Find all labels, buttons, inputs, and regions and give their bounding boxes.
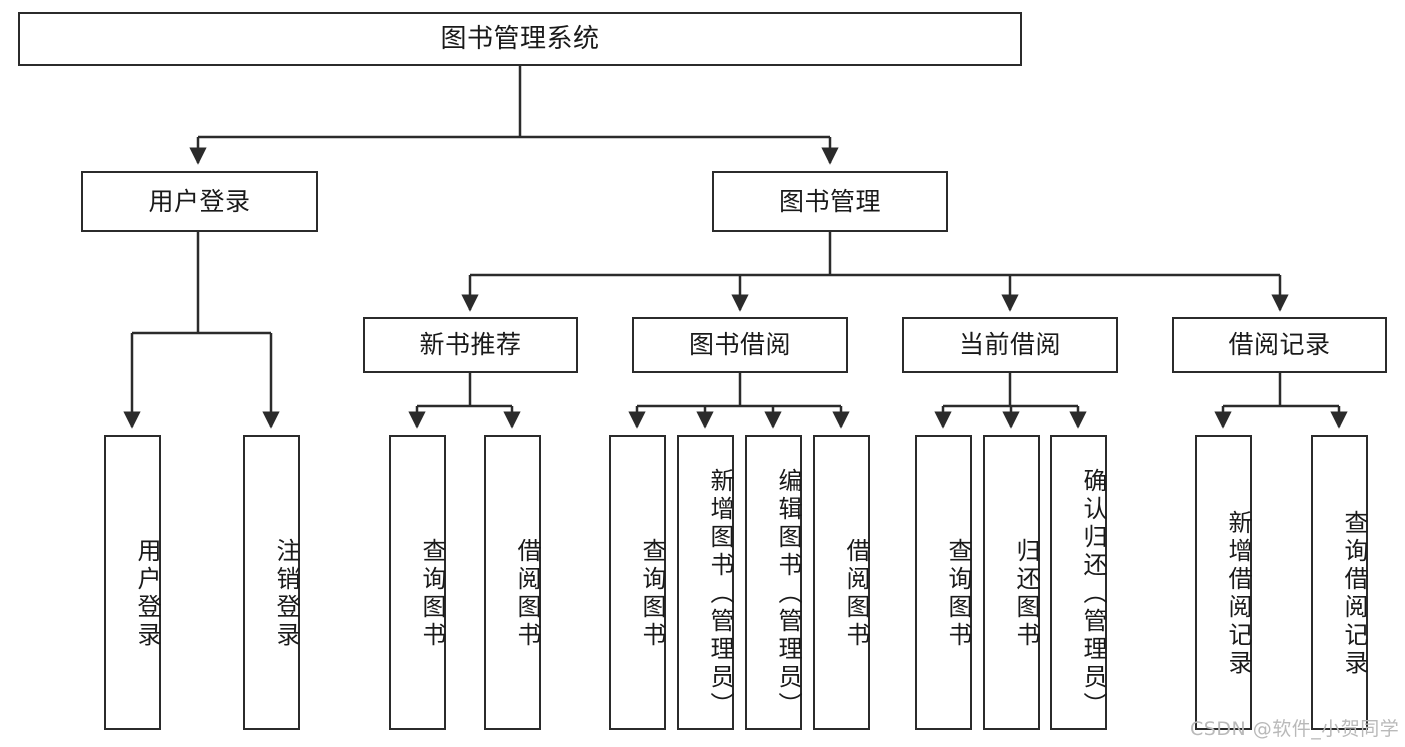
node-leaf-query-book-2[interactable]: 查询图书 — [609, 435, 666, 730]
node-root-system[interactable]: 图书管理系统 — [18, 12, 1022, 66]
node-leaf-add-book[interactable]: 新增图书（管理员） — [677, 435, 734, 730]
node-leaf-add-record[interactable]: 新增借阅记录 — [1195, 435, 1252, 730]
node-label: 借阅图书 — [513, 537, 541, 650]
node-new-book-rec[interactable]: 新书推荐 — [363, 317, 578, 373]
node-leaf-edit-book[interactable]: 编辑图书（管理员） — [745, 435, 802, 730]
watermark-text: CSDN @软件_小贺同学 — [1190, 718, 1400, 740]
node-label: 确认归还（管理员） — [1079, 467, 1107, 720]
node-label: 查询图书 — [944, 537, 972, 650]
node-label: 用户登录 — [133, 537, 161, 650]
node-label: 图书管理 — [778, 186, 881, 216]
node-borrow-record[interactable]: 借阅记录 — [1172, 317, 1387, 373]
node-label: 查询借阅记录 — [1340, 509, 1368, 678]
node-label: 用户登录 — [148, 186, 251, 216]
node-leaf-logout[interactable]: 注销登录 — [243, 435, 300, 730]
node-label: 新书推荐 — [419, 330, 522, 360]
node-leaf-query-book-1[interactable]: 查询图书 — [389, 435, 446, 730]
node-label: 借阅图书 — [842, 537, 870, 650]
node-label: 注销登录 — [272, 537, 300, 650]
node-user-login[interactable]: 用户登录 — [81, 171, 318, 232]
node-leaf-borrow-book-1[interactable]: 借阅图书 — [484, 435, 541, 730]
node-label: 图书管理系统 — [440, 23, 600, 54]
node-leaf-borrow-book-2[interactable]: 借阅图书 — [813, 435, 870, 730]
node-label: 编辑图书（管理员） — [774, 467, 802, 720]
node-leaf-query-book-3[interactable]: 查询图书 — [915, 435, 972, 730]
node-leaf-user-login[interactable]: 用户登录 — [104, 435, 161, 730]
node-book-manage[interactable]: 图书管理 — [712, 171, 948, 232]
node-label: 当前借阅 — [958, 330, 1061, 360]
node-book-borrow[interactable]: 图书借阅 — [632, 317, 848, 373]
node-leaf-query-record[interactable]: 查询借阅记录 — [1311, 435, 1368, 730]
node-label: 借阅记录 — [1228, 330, 1331, 360]
node-label: 查询图书 — [638, 537, 666, 650]
node-label: 图书借阅 — [688, 330, 791, 360]
node-leaf-confirm-return[interactable]: 确认归还（管理员） — [1050, 435, 1107, 730]
node-label: 新增借阅记录 — [1224, 509, 1252, 678]
node-leaf-return-book[interactable]: 归还图书 — [983, 435, 1040, 730]
node-label: 归还图书 — [1012, 537, 1040, 650]
node-label: 查询图书 — [418, 537, 446, 650]
node-label: 新增图书（管理员） — [706, 467, 734, 720]
node-current-borrow[interactable]: 当前借阅 — [902, 317, 1118, 373]
